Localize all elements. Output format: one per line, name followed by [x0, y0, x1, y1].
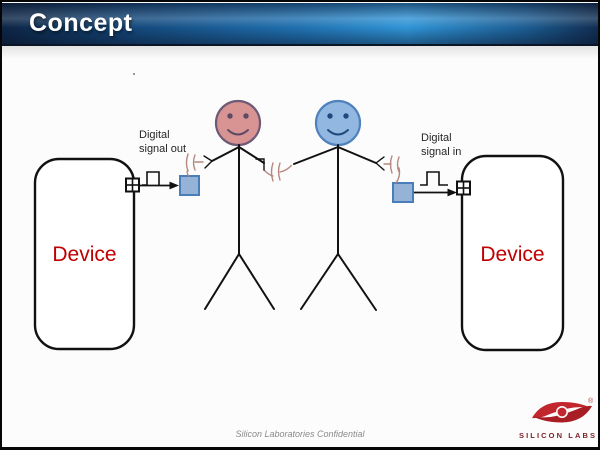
digital-signal-out-label: Digital signal out	[139, 129, 187, 155]
device-left-box	[33, 157, 136, 351]
stray-dot	[133, 73, 135, 75]
eye-icon	[227, 113, 233, 119]
face-right	[314, 99, 362, 147]
port-connector-left-icon	[125, 177, 140, 193]
stick-figure-right	[293, 99, 385, 311]
hands-right-figure	[375, 156, 385, 171]
pulse-waveform-in-icon	[420, 171, 448, 186]
signal-in-arrow	[413, 188, 457, 197]
capacitor-right-icon	[383, 155, 401, 184]
eye-icon	[243, 113, 249, 119]
confidential-footer: Silicon Laboratories Confidential	[235, 429, 365, 439]
capacitor-middle-icon	[263, 162, 293, 182]
device-right-label: Device	[480, 243, 545, 266]
coupler-pad-left	[179, 175, 200, 196]
face-left	[214, 99, 262, 147]
hands-left-figure	[203, 155, 265, 171]
digital-signal-in-label: Digital signal in	[421, 132, 462, 158]
smile-icon	[227, 129, 249, 136]
title-bar: Concept	[2, 3, 598, 46]
coupler-pad-right	[392, 182, 414, 203]
device-left-label: Device	[52, 243, 117, 266]
registered-trademark: ®	[588, 398, 594, 405]
title-bar-shadow	[2, 46, 598, 59]
port-connector-right-icon	[456, 180, 471, 196]
capacitor-left-icon	[185, 153, 204, 177]
pulse-waveform-out-icon	[142, 171, 160, 186]
silicon-labs-logo-swirl-icon	[532, 402, 592, 423]
stick-figure-left	[203, 99, 275, 310]
page-title: Concept	[29, 9, 133, 37]
eye-icon	[327, 113, 333, 119]
silicon-labs-logo-text: SILICON LABS	[519, 431, 598, 440]
device-right-box	[460, 154, 565, 352]
eye-icon	[343, 113, 349, 119]
smile-icon	[327, 129, 349, 136]
